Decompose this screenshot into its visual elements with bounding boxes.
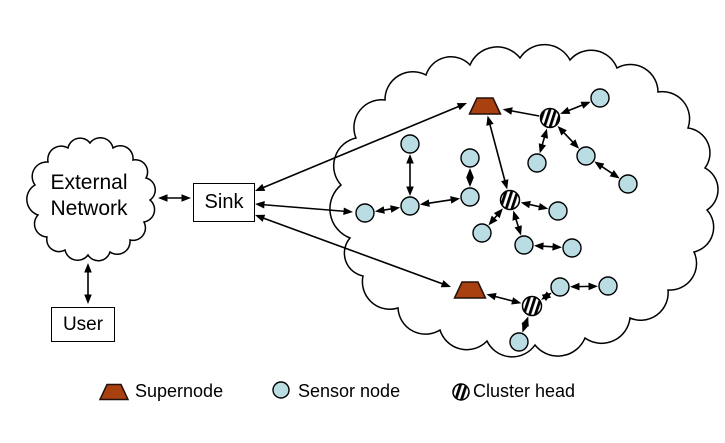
- arrowhead: [406, 186, 414, 196]
- arrowhead: [181, 194, 191, 202]
- cluster-head-node: [521, 295, 543, 317]
- arrowhead: [501, 179, 509, 190]
- arrowhead: [609, 170, 620, 179]
- sensor-node: [548, 201, 568, 221]
- arrowhead: [569, 282, 580, 291]
- cluster-head-node: [539, 107, 561, 129]
- edge-ch2-s10: [527, 203, 542, 208]
- arrowhead: [440, 280, 451, 288]
- sensor-node: [355, 203, 375, 223]
- sensor-node: [460, 148, 480, 168]
- supernode: [468, 97, 502, 115]
- arrowhead: [466, 168, 474, 178]
- sink-box: Sink: [193, 183, 255, 222]
- edge-sn2-ch3: [493, 295, 515, 303]
- legend-label-sensor-node: Sensor node: [298, 381, 401, 401]
- arrowhead: [533, 242, 544, 251]
- arrowhead: [493, 208, 503, 219]
- sink-to-supernode-1: [261, 105, 461, 189]
- arrowhead: [406, 154, 414, 164]
- sensor-node: [576, 146, 596, 166]
- sensor-node: [590, 88, 610, 108]
- sensor-node: [562, 238, 582, 258]
- arrowhead: [390, 205, 401, 213]
- edge-ch1-sn1: [509, 109, 540, 117]
- arrowhead: [84, 263, 92, 273]
- arrowhead: [538, 143, 547, 154]
- arrowhead: [450, 196, 461, 204]
- arrowhead: [541, 291, 552, 300]
- arrowhead: [511, 297, 522, 305]
- sensor-node: [272, 381, 290, 399]
- arrowhead: [514, 225, 522, 236]
- arrowhead: [486, 115, 494, 126]
- sensor-node: [527, 153, 547, 173]
- arrowhead: [560, 106, 571, 114]
- edge-ch1-s1: [566, 103, 585, 112]
- arrowhead: [374, 206, 385, 214]
- sensor-node: [598, 276, 618, 296]
- user-label: User: [62, 313, 104, 335]
- arrowhead: [512, 210, 520, 221]
- sink-to-supernode-2: [261, 216, 445, 286]
- arrowhead: [538, 202, 549, 211]
- edge-ch1-s2: [562, 130, 575, 144]
- edge-s8-s7: [427, 198, 453, 205]
- sensor-node: [618, 174, 638, 194]
- external-network-cloud: [26, 137, 156, 262]
- arrowhead: [158, 194, 168, 202]
- arrowhead: [521, 316, 529, 327]
- sensor-node: [509, 332, 529, 352]
- user-box: User: [51, 307, 115, 342]
- arrowhead: [502, 107, 513, 115]
- arrowhead: [557, 125, 567, 136]
- arrowhead: [466, 177, 474, 187]
- cluster-head-node: [499, 189, 521, 211]
- sink-to-sensor: [262, 203, 346, 213]
- external-network-label-line2: Network: [50, 197, 128, 220]
- edge-s2-s3: [600, 165, 614, 175]
- arrowhead: [255, 183, 266, 191]
- external-network-label: External Network: [28, 170, 150, 222]
- legend-label-cluster-head: Cluster head: [473, 381, 576, 401]
- arrowhead: [569, 139, 580, 149]
- supernode: [453, 281, 487, 299]
- arrowhead: [343, 207, 353, 216]
- legend-label-supernode: Supernode: [135, 381, 224, 401]
- sensor-node: [400, 134, 420, 154]
- arrowhead: [594, 161, 605, 170]
- arrowhead: [456, 103, 467, 111]
- arrowhead: [419, 199, 430, 207]
- arrowhead: [520, 200, 531, 209]
- arrowhead: [588, 282, 599, 291]
- external-network-label-line1: External: [50, 171, 128, 194]
- sensor-node: [550, 277, 570, 297]
- arrowhead: [255, 214, 266, 222]
- sensor-node: [460, 187, 480, 207]
- arrowhead: [84, 294, 92, 304]
- arrowhead: [580, 101, 591, 109]
- sink-label: Sink: [204, 191, 244, 213]
- arrowhead: [486, 292, 497, 301]
- supernode: [98, 383, 130, 401]
- edge-sn1-ch2: [488, 122, 507, 183]
- arrowhead: [488, 215, 498, 226]
- sensor-node: [472, 223, 492, 243]
- cluster-head-node: [452, 383, 470, 401]
- sensor-node: [400, 196, 420, 216]
- arrowhead: [255, 200, 265, 209]
- arrowhead: [540, 128, 548, 139]
- edge-s12-s13: [541, 245, 555, 248]
- sensor-node: [514, 235, 534, 255]
- arrowhead: [552, 242, 563, 251]
